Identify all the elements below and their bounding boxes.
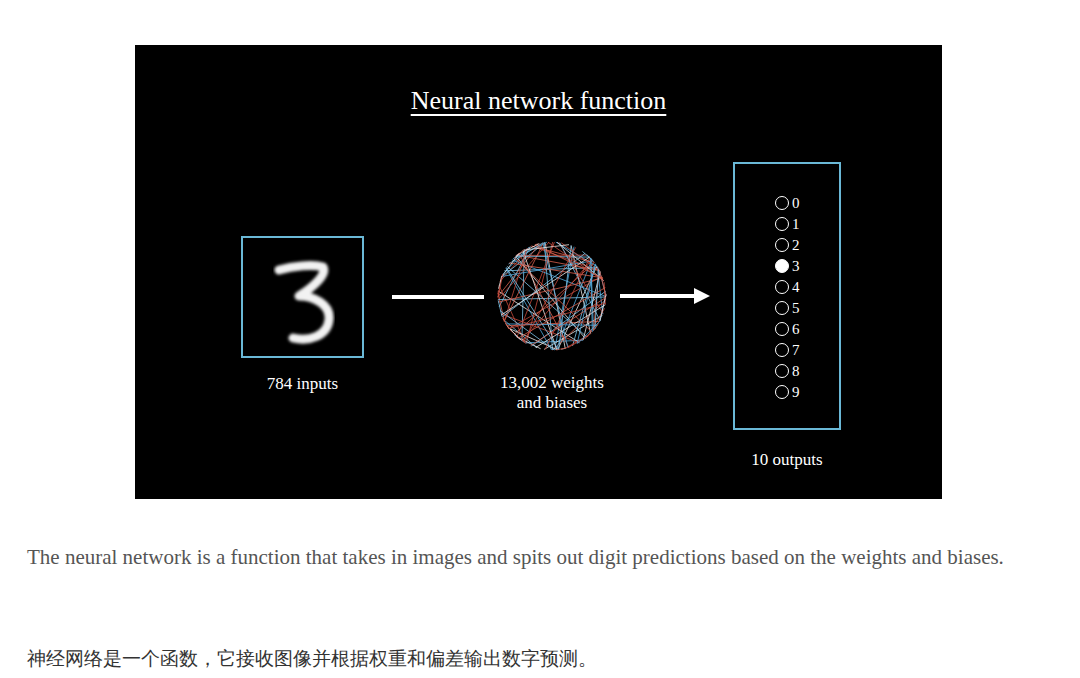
node-caption: 784 inputs [233,374,373,394]
output-row: 0 [735,193,839,213]
digit-label: 9 [792,382,800,402]
output-neuron [775,343,789,357]
node-caption: 10 outputs [717,450,857,470]
output-neuron [775,385,789,399]
caption-chinese: 神经网络是一个函数，它接收图像并根据权重和偏差输出数字预测。 [27,645,1062,671]
output-row: 7 [735,340,839,360]
digit-label: 1 [792,214,800,234]
output-neuron [775,322,789,336]
output-neuron [775,280,789,294]
digit-label: 6 [792,319,800,339]
output-row: 6 [735,319,839,339]
output-row: 2 [735,235,839,255]
digit-label: 4 [792,277,800,297]
output-neuron [775,259,789,273]
digit-label: 7 [792,340,800,360]
output-row: 9 [735,382,839,402]
weights-circle: 13,002 weights and biases [497,241,607,351]
output-row: 8 [735,361,839,381]
diagram-title: Neural network function [135,86,942,116]
output-neuron [775,301,789,315]
output-row: 3 [735,256,839,276]
node-caption: 13,002 weights and biases [490,373,615,413]
weights-illustration [497,241,607,351]
digit-label: 0 [792,193,800,213]
output-neuron [775,238,789,252]
output-neuron [775,217,789,231]
output-row: 4 [735,277,839,297]
digit-image [243,238,362,356]
digit-label: 3 [792,256,800,276]
digit-label: 2 [792,235,800,255]
connector-arrow [392,297,484,298]
output-row: 1 [735,214,839,234]
caption-english: The neural network is a function that ta… [27,535,1062,580]
connector-arrow [620,288,710,304]
output-box: 012345678910 outputs [733,162,841,430]
input-box: 784 inputs [241,236,364,358]
output-row: 5 [735,298,839,318]
output-neuron [775,196,789,210]
digit-label: 8 [792,361,800,381]
digit-label: 5 [792,298,800,318]
output-neuron [775,364,789,378]
